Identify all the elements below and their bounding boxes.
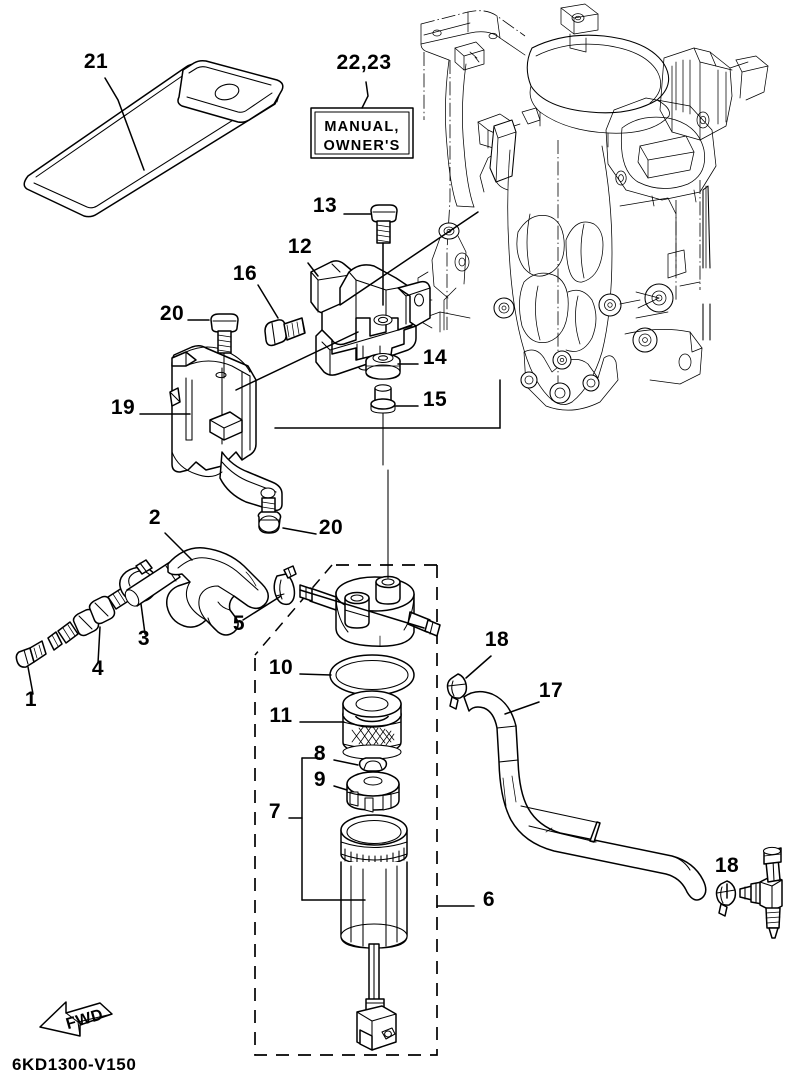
part-22-23-owners-manual-plate xyxy=(310,107,414,159)
part-19-filter-cover xyxy=(169,344,283,512)
callout-number-13: 13 xyxy=(313,194,337,217)
callout-number-8: 8 xyxy=(314,742,326,765)
part-18-hose-clip-lower xyxy=(715,880,737,917)
part-1-fuel-joint-pin xyxy=(15,640,47,668)
callout-number-2: 2 xyxy=(149,506,161,529)
t-fitting-connector xyxy=(739,846,783,939)
part-2-fuel-hose-inlet xyxy=(124,547,269,636)
callout-leader-lines xyxy=(27,77,728,907)
part-14-damper-grommet xyxy=(365,352,401,380)
callout-number-19: 19 xyxy=(111,396,135,419)
callout-number-16: 16 xyxy=(233,262,257,285)
part-7-filter-cup-assembly xyxy=(340,814,408,1051)
callout-number-14: 14 xyxy=(423,346,447,369)
callout-number-1: 1 xyxy=(25,688,37,711)
callout-number-18: 18 xyxy=(715,854,739,877)
manual-plate-line-2: OWNER'S xyxy=(323,138,400,154)
callout-number-10: 10 xyxy=(269,656,293,679)
callout-number-5: 5 xyxy=(233,612,245,635)
part-21-band-strap xyxy=(23,60,284,218)
part-20-bolt-cover-upper xyxy=(210,313,239,379)
part-16-bolt-bracket xyxy=(264,317,306,347)
callout-number-9: 9 xyxy=(314,768,326,791)
part-8-retaining-clip xyxy=(358,757,388,772)
part-9-float xyxy=(346,771,400,813)
part-13-bolt-upper xyxy=(370,204,398,306)
part-11-filter-element xyxy=(342,690,402,760)
callout-number-21: 21 xyxy=(84,50,108,73)
part-18-hose-clip-upper xyxy=(446,673,468,710)
callout-number-18: 18 xyxy=(485,628,509,651)
part-20-bolt-cover-lower xyxy=(257,497,282,534)
part-12-bracket xyxy=(310,260,431,376)
part-17-fuel-hose-outlet xyxy=(463,690,707,901)
callout-number-4: 4 xyxy=(92,657,104,680)
callout-number-6: 6 xyxy=(483,888,495,911)
callout-number-3: 3 xyxy=(138,627,150,650)
callout-number-12: 12 xyxy=(288,235,312,258)
manual-plate-line-1: MANUAL, xyxy=(324,119,399,135)
callout-number-7: 7 xyxy=(269,800,281,823)
part-4-fuel-connector xyxy=(47,587,131,651)
callout-number-20: 20 xyxy=(160,302,184,325)
diagram-code: 6KD1300-V150 xyxy=(12,1055,136,1074)
engine-powerhead-reference-outline xyxy=(417,3,769,411)
callout-number-11: 11 xyxy=(269,704,292,727)
part-6-filter-head xyxy=(299,469,441,647)
callout-number-20: 20 xyxy=(319,516,343,539)
callout-number-17: 17 xyxy=(539,679,563,702)
part-10-o-ring xyxy=(329,654,415,696)
assembly-group-box-item-6 xyxy=(254,564,438,1056)
part-15-collar xyxy=(370,384,396,466)
fwd-orientation-arrow xyxy=(39,1001,113,1037)
callout-number-22-23: 22,23 xyxy=(336,51,391,74)
callout-number-15: 15 xyxy=(423,388,447,411)
